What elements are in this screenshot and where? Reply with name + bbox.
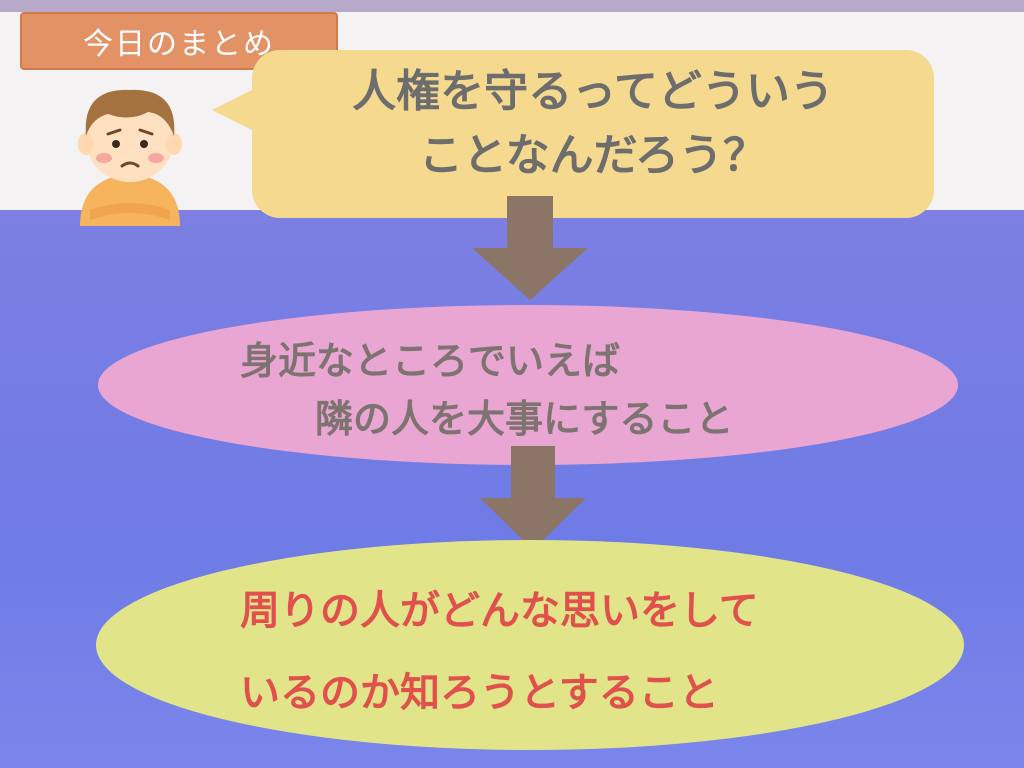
answer2-line-1: 周りの人がどんな思いをして xyxy=(240,588,759,634)
answer1-ellipse xyxy=(98,305,958,465)
question-line-1: 人権を守るってどういう xyxy=(352,66,834,117)
question-line-2: ことなんだろう？ xyxy=(418,130,768,181)
answer2-ellipse xyxy=(96,540,964,750)
speech-bubble-tail xyxy=(212,88,256,132)
question-text: 人権を守るってどういう ことなんだろう？ xyxy=(252,60,934,188)
slide-title: 今日のまとめ xyxy=(20,12,338,70)
answer2-line-2: いるのか知ろうとすること xyxy=(240,670,719,716)
speech-bubble xyxy=(252,50,934,218)
top-band-edge xyxy=(0,0,1024,12)
answer1-line-2: 隣の人を大事にすること xyxy=(315,397,734,441)
down-arrow-icon xyxy=(480,446,586,550)
down-arrow-icon xyxy=(472,196,588,300)
answer1-line-1: 身近なところでいえば xyxy=(240,339,621,383)
thinking-child-icon xyxy=(70,78,190,228)
